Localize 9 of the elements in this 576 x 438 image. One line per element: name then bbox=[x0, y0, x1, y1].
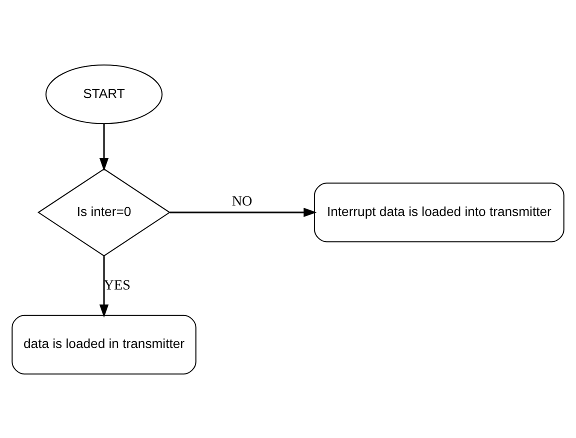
node-ellipse: START bbox=[45, 64, 163, 124]
arrow bbox=[99, 123, 109, 171]
arrow bbox=[99, 256, 109, 318]
edge-label: YES bbox=[104, 276, 130, 293]
node-box: Interrupt data is loaded into transmitter bbox=[314, 182, 564, 242]
edge-label: NO bbox=[232, 193, 252, 210]
arrow bbox=[170, 207, 317, 217]
node-box: data is loaded in transmitter bbox=[12, 314, 196, 374]
node-diamond: Is inter=0 bbox=[37, 168, 171, 256]
